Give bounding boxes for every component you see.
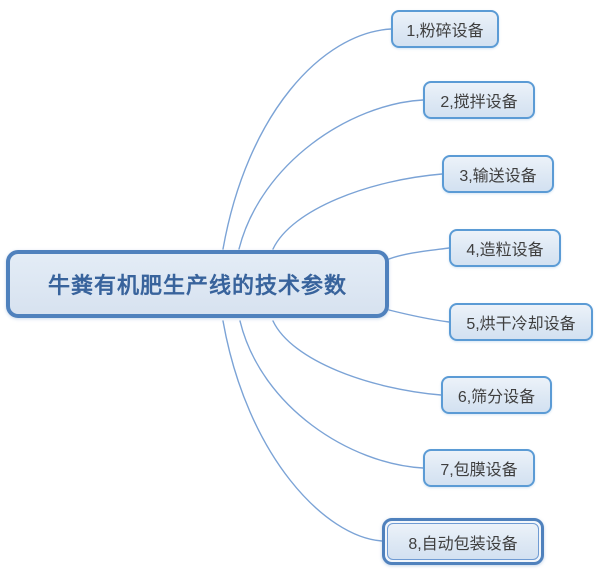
branch-label-1: 1,粉碎设备 — [406, 23, 484, 40]
branch-label-5: 5,烘干冷却设备 — [466, 316, 576, 333]
branch-label-7: 7,包膜设备 — [440, 462, 518, 479]
branch-label-8: 8,自动包装设备 — [408, 535, 518, 553]
branch-label-6: 6,筛分设备 — [457, 389, 536, 406]
branch-label-4: 4,造粒设备 — [466, 242, 544, 259]
branch-label-3: 3,输送设备 — [459, 168, 537, 185]
connector-curve-4 — [388, 247, 450, 260]
branch-label-2: 2,搅拌设备 — [440, 94, 518, 111]
connector-curve-6 — [272, 320, 442, 396]
branch-node-7[interactable]: 7,包膜设备 — [423, 449, 535, 487]
root-topic-label: 牛粪有机肥生产线的技术参数 — [47, 273, 347, 298]
branch-node-8-selected[interactable]: 8,自动包装设备 — [382, 518, 544, 565]
connector-curve-2 — [238, 99, 424, 250]
branch-node-1[interactable]: 1,粉碎设备 — [391, 10, 499, 48]
branch-node-5[interactable]: 5,烘干冷却设备 — [449, 303, 593, 341]
root-topic-node[interactable]: 牛粪有机肥生产线的技术参数 — [6, 250, 389, 318]
connector-curve-5 — [388, 309, 450, 323]
branch-node-6[interactable]: 6,筛分设备 — [441, 376, 552, 414]
connector-curve-7 — [239, 320, 424, 469]
branch-node-3[interactable]: 3,输送设备 — [442, 155, 554, 193]
branch-node-8-inner: 8,自动包装设备 — [387, 523, 539, 560]
connector-curve-1 — [222, 28, 392, 250]
connector-curve-3 — [272, 173, 443, 250]
connector-curve-8 — [222, 320, 383, 542]
branch-node-4[interactable]: 4,造粒设备 — [449, 229, 561, 267]
branch-node-2[interactable]: 2,搅拌设备 — [423, 81, 535, 119]
